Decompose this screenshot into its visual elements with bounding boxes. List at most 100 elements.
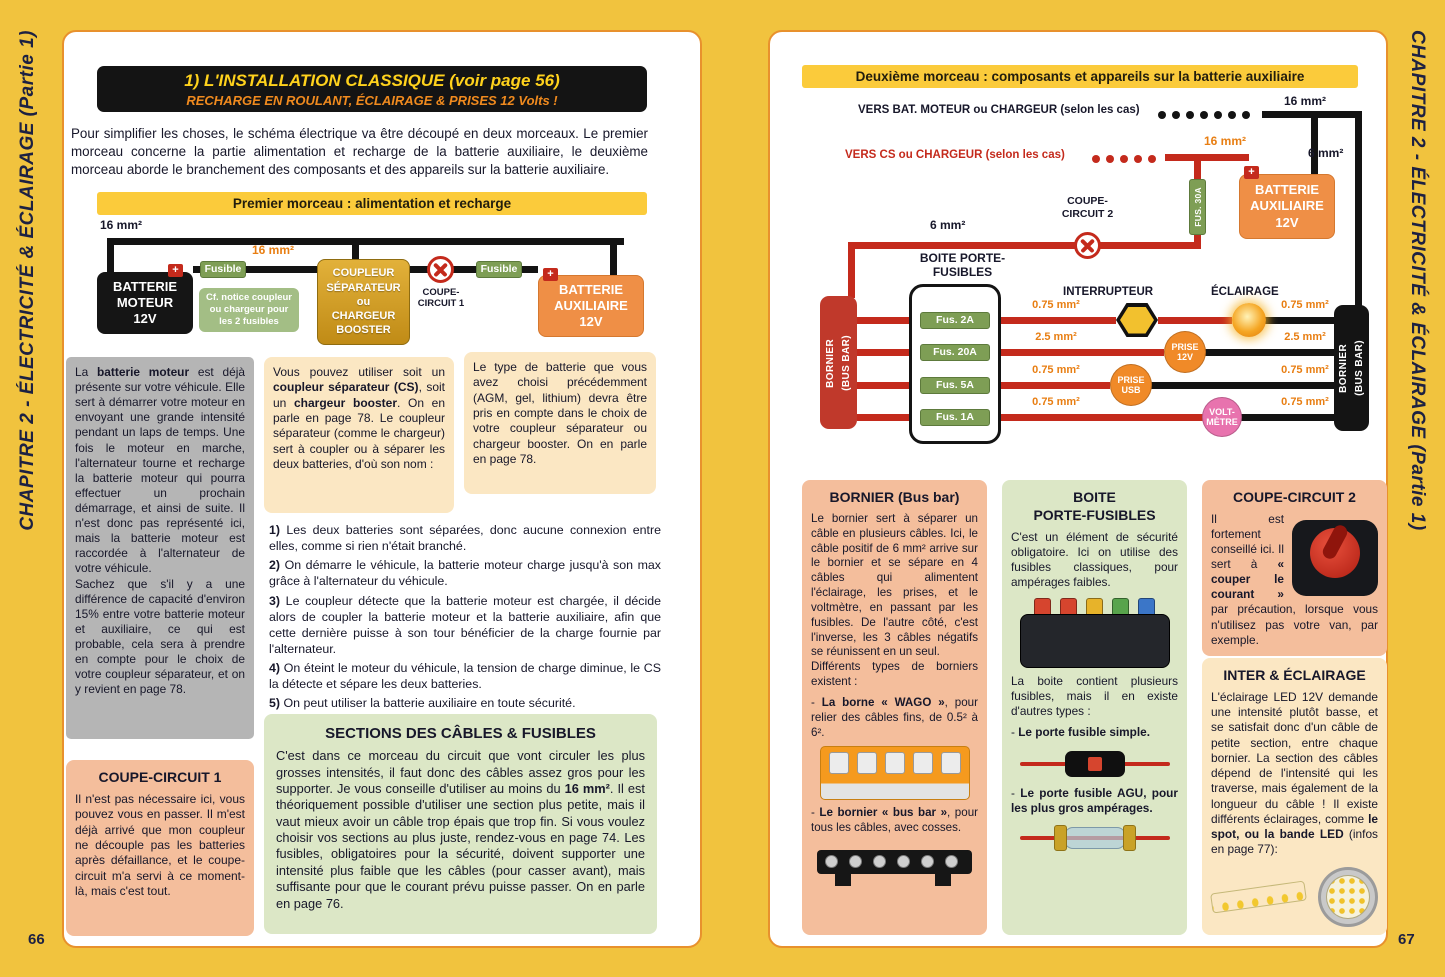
fuse-30a-chip: FUS. 30A	[1189, 179, 1206, 235]
chapter-spine-right: CHAPITRE 2 - ÉLECTRICITÉ & ÉCLAIRAGE (Pa…	[1391, 28, 1443, 533]
cable-section-label: 2.5 mm²	[1035, 331, 1077, 343]
fuse-chip: Fusible	[200, 261, 246, 278]
wire-interrupteur-eclairage	[1158, 317, 1232, 324]
cable-section-label: 0.75 mm²	[1032, 396, 1080, 408]
col-lighting-text: L'éclairage LED 12V demande une intensit…	[1211, 689, 1379, 857]
intro-paragraph: Pour simplifier les choses, le schéma él…	[71, 126, 648, 177]
fusebox-diagram-title: BOITE PORTE- FUSIBLES	[919, 251, 1006, 280]
led-spot-image	[1318, 867, 1378, 928]
cable-section-label: 6 mm²	[930, 218, 966, 232]
page-number-left: 66	[28, 931, 45, 948]
cable-section-label: 16 mm²	[252, 243, 295, 257]
banner-premier-morceau: Premier morceau : alimentation et rechar…	[97, 192, 647, 215]
col-lighting-title: INTER & ÉCLAIRAGE	[1223, 667, 1366, 683]
step-item: 3) Le coupleur détecte que la batterie m…	[269, 593, 661, 656]
wire-positive-top	[1165, 154, 1249, 161]
wire-eclairage-bornier	[1264, 317, 1334, 324]
step-item: 4) On éteint le moteur du véhicule, la t…	[269, 661, 661, 692]
wire-drop-battery-motor	[107, 238, 114, 278]
section-header: 1) L'INSTALLATION CLASSIQUE (voir page 5…	[97, 66, 647, 112]
interrupteur-label: INTERRUPTEUR	[1063, 286, 1154, 298]
fuse-chip: Fus. 1A	[920, 409, 990, 426]
coupe-circuit-icon	[1074, 232, 1101, 259]
battery-motor-box: BATTERIE MOTEUR 12V	[97, 272, 193, 334]
coupler-box: COUPLEUR SÉPARATEUR ou CHARGEUR BOOSTER	[317, 259, 410, 345]
bornier-right-box: BORNIER (BUS BAR)	[1334, 305, 1369, 431]
breaker-box-text: Il n'est pas nécessaire ici, vous pouvez…	[75, 791, 245, 899]
cable-section-label: 16 mm²	[1204, 134, 1247, 148]
prise-usb-node: PRISE USB	[1110, 364, 1152, 406]
wire-fuse-voltmetre	[1001, 414, 1204, 421]
cable-section-label: 6 mm²	[1308, 146, 1344, 160]
cable-section-label: 0.75 mm²	[1281, 299, 1329, 311]
battery-switch-image	[1292, 514, 1378, 596]
wire-prise12v-bornier	[1204, 349, 1334, 356]
dotted-wire-red	[1092, 155, 1156, 163]
col-bornier-text: Le bornier sert à séparer un câble en pl…	[811, 511, 978, 689]
lighting-images-row	[1210, 867, 1378, 928]
plus-terminal: +	[1244, 166, 1259, 179]
breaker-box-title: COUPE-CIRCUIT 1	[98, 769, 222, 785]
wire-priseusb-bornier	[1150, 382, 1334, 389]
bus-bar-image	[817, 842, 972, 890]
dotted-wire-black	[1158, 111, 1250, 119]
col-fusebox-text2: La boite contient plusieurs fusibles, ma…	[1011, 674, 1178, 719]
wire-bornier-fuse-2	[857, 349, 909, 356]
chapter-spine-right-label: CHAPITRE 2 - ÉLECTRICITÉ & ÉCLAIRAGE (Pa…	[1407, 30, 1428, 531]
text-box-battery-motor: La batterie moteur est déjà présente sur…	[66, 357, 254, 739]
fuse-chip: Fusible	[476, 261, 522, 278]
col-breaker-title: COUPE-CIRCUIT 2	[1233, 489, 1356, 505]
bornier-left-box: BORNIER (BUS BAR)	[820, 296, 857, 429]
section-title: 1) L'INSTALLATION CLASSIQUE (voir page 5…	[184, 70, 560, 90]
sections-box-title: SECTIONS DES CÂBLES & FUSIBLES	[325, 725, 596, 742]
eclairage-lamp-icon	[1232, 303, 1266, 337]
col-fusebox-bullet-simple: - Le porte fusible simple.	[1011, 725, 1150, 740]
eclairage-label: ÉCLAIRAGE	[1211, 286, 1279, 298]
wire-fuse-priseusb	[1001, 382, 1110, 389]
interrupteur-icon	[1116, 303, 1158, 337]
cable-section-label: 2.5 mm²	[1284, 331, 1326, 343]
col-lighting: INTER & ÉCLAIRAGE L'éclairage LED 12V de…	[1202, 658, 1387, 936]
col-bornier-bullet-busbar: - Le bornier « bus bar », pour tous les …	[811, 806, 978, 835]
chapter-spine-left: CHAPITRE 2 - ÉLECTRICITÉ & ÉCLAIRAGE (Pa…	[2, 28, 54, 533]
cable-section-label: 0.75 mm²	[1281, 396, 1329, 408]
breaker-diagram-label: COUPE- CIRCUIT 2	[1061, 195, 1114, 220]
breaker-diagram-label: COUPE- CIRCUIT 1	[417, 287, 465, 310]
wire-positive-main	[848, 242, 1201, 249]
coupler-notice-box: Cf. notice coupleur ou chargeur pour les…	[199, 288, 299, 332]
banner-deuxieme-morceau: Deuxième morceau : composants et apparei…	[802, 65, 1358, 88]
step-item: 5) On peut utiliser la batterie auxiliai…	[269, 696, 576, 711]
fuse-holder-agu-image	[1019, 822, 1170, 854]
wire-positive-aux	[410, 266, 538, 273]
voltmetre-node: VOLT- MÈTRE	[1202, 397, 1242, 437]
page-number-right: 67	[1398, 931, 1415, 948]
breaker-text-box: COUPE-CIRCUIT 1 Il n'est pas nécessaire …	[66, 760, 254, 936]
prise-12v-node: PRISE 12V	[1164, 331, 1206, 373]
wire-negative-right	[1355, 111, 1362, 307]
to-motor-label: VERS BAT. MOTEUR ou CHARGEUR (selon les …	[858, 104, 1140, 116]
coupe-circuit-icon	[427, 256, 454, 283]
page-left: 1) L'INSTALLATION CLASSIQUE (voir page 5…	[62, 30, 702, 948]
sections-box-text: C'est dans ce morceau du circuit que von…	[276, 748, 645, 911]
led-strip-image	[1210, 880, 1308, 915]
col-breaker: COUPE-CIRCUIT 2 Il est fortement conseil…	[1202, 480, 1387, 656]
wire-drop-battery-aux	[610, 238, 617, 280]
wire-negative-battery	[1311, 111, 1318, 174]
section-subtitle: RECHARGE EN ROULANT, ÉCLAIRAGE & PRISES …	[186, 92, 558, 108]
col-fusebox-bullet-agu: - Le porte fusible AGU, pour les plus gr…	[1011, 785, 1178, 815]
wire-positive-to-bornier	[848, 242, 855, 298]
fuse-box-image	[1019, 596, 1170, 669]
battery-aux-box: BATTERIE AUXILIAIRE 12V	[1239, 174, 1335, 239]
to-cs-label: VERS CS ou CHARGEUR (selon les cas)	[845, 149, 1065, 161]
fuse-chip: Fus. 2A	[920, 312, 990, 329]
step-item: 1) Les deux batteries sont séparées, don…	[269, 523, 661, 554]
chapter-spine-left-label: CHAPITRE 2 - ÉLECTRICITÉ & ÉCLAIRAGE (Pa…	[17, 30, 38, 531]
col-bornier-bullet-wago: - La borne « WAGO », pour relier des câb…	[811, 695, 978, 739]
wire-bornier-fuse-4	[857, 414, 909, 421]
page-right: Deuxième morceau : composants et apparei…	[768, 30, 1388, 948]
sections-text-box: SECTIONS DES CÂBLES & FUSIBLES C'est dan…	[264, 714, 657, 934]
plus-terminal: +	[168, 264, 183, 277]
cable-section-label: 16 mm²	[100, 218, 143, 232]
wire-negative-top	[107, 238, 624, 245]
wire-fuse-interrupteur	[1001, 317, 1116, 324]
